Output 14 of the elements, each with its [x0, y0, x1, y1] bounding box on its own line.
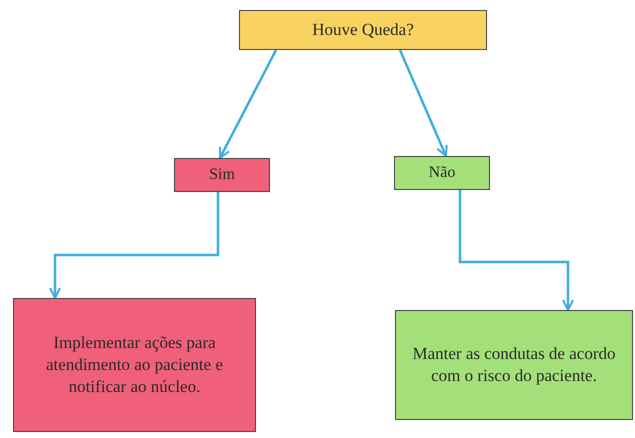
arrow [218, 49, 278, 159]
process-box [13, 298, 256, 432]
box-text: Manter as condutas de acordo com o risco do paciente. [412, 342, 616, 387]
process-box [174, 158, 270, 192]
box-text: Sim [209, 164, 235, 185]
arrow [398, 50, 448, 157]
box-text: Implementar ações para atendimento ao paciente e notificar ao núcleo. [45, 332, 224, 398]
process-box [395, 310, 633, 420]
process-box [394, 156, 490, 190]
arrow [458, 190, 574, 311]
arrow [49, 192, 220, 299]
box-text: Não [428, 162, 456, 183]
process-box [239, 10, 487, 50]
box-text: Houve Queda? [312, 18, 414, 41]
